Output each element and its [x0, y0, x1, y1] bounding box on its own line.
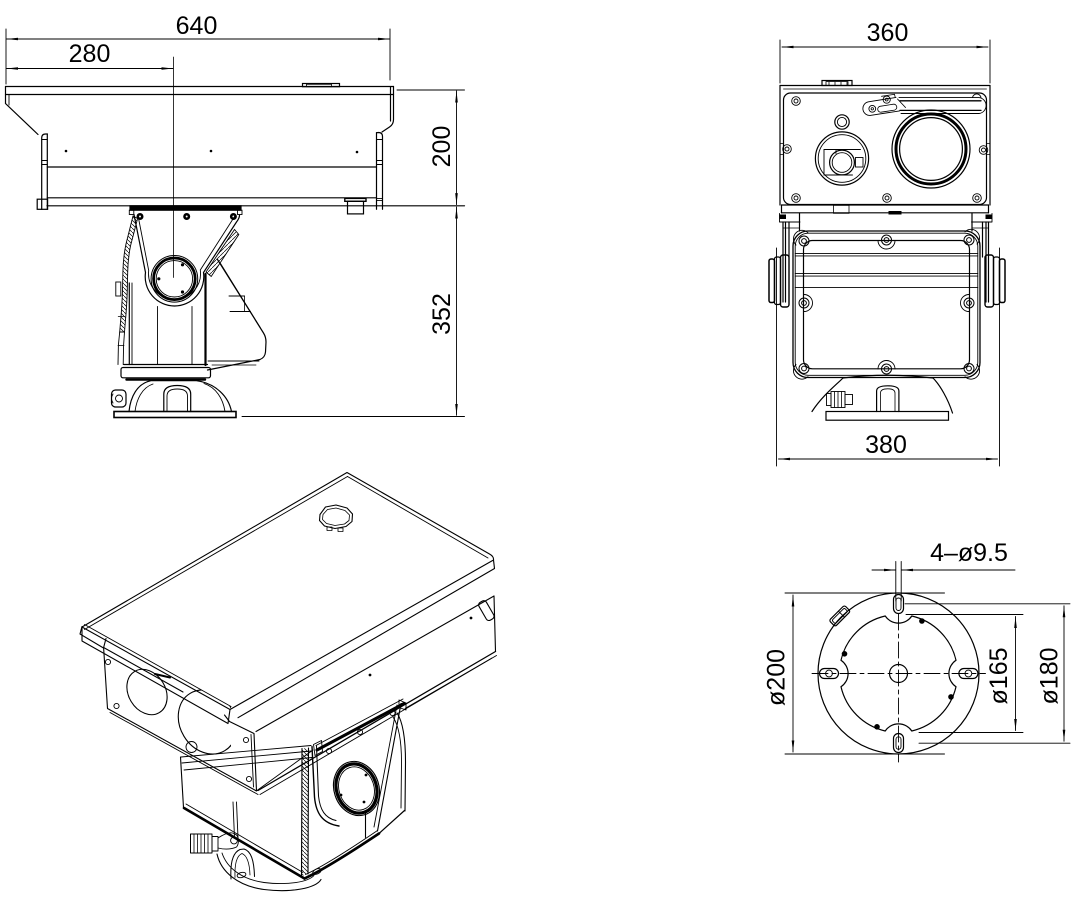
svg-text:ø200: ø200: [763, 649, 791, 706]
svg-text:280: 280: [69, 40, 111, 68]
svg-text:352: 352: [428, 293, 456, 335]
svg-text:200: 200: [428, 126, 456, 168]
svg-text:380: 380: [865, 431, 907, 459]
svg-text:4–ø9.5: 4–ø9.5: [930, 539, 1008, 567]
svg-text:ø165: ø165: [985, 648, 1013, 705]
svg-text:640: 640: [176, 12, 218, 40]
svg-text:360: 360: [867, 19, 909, 47]
svg-text:ø180: ø180: [1036, 648, 1064, 705]
